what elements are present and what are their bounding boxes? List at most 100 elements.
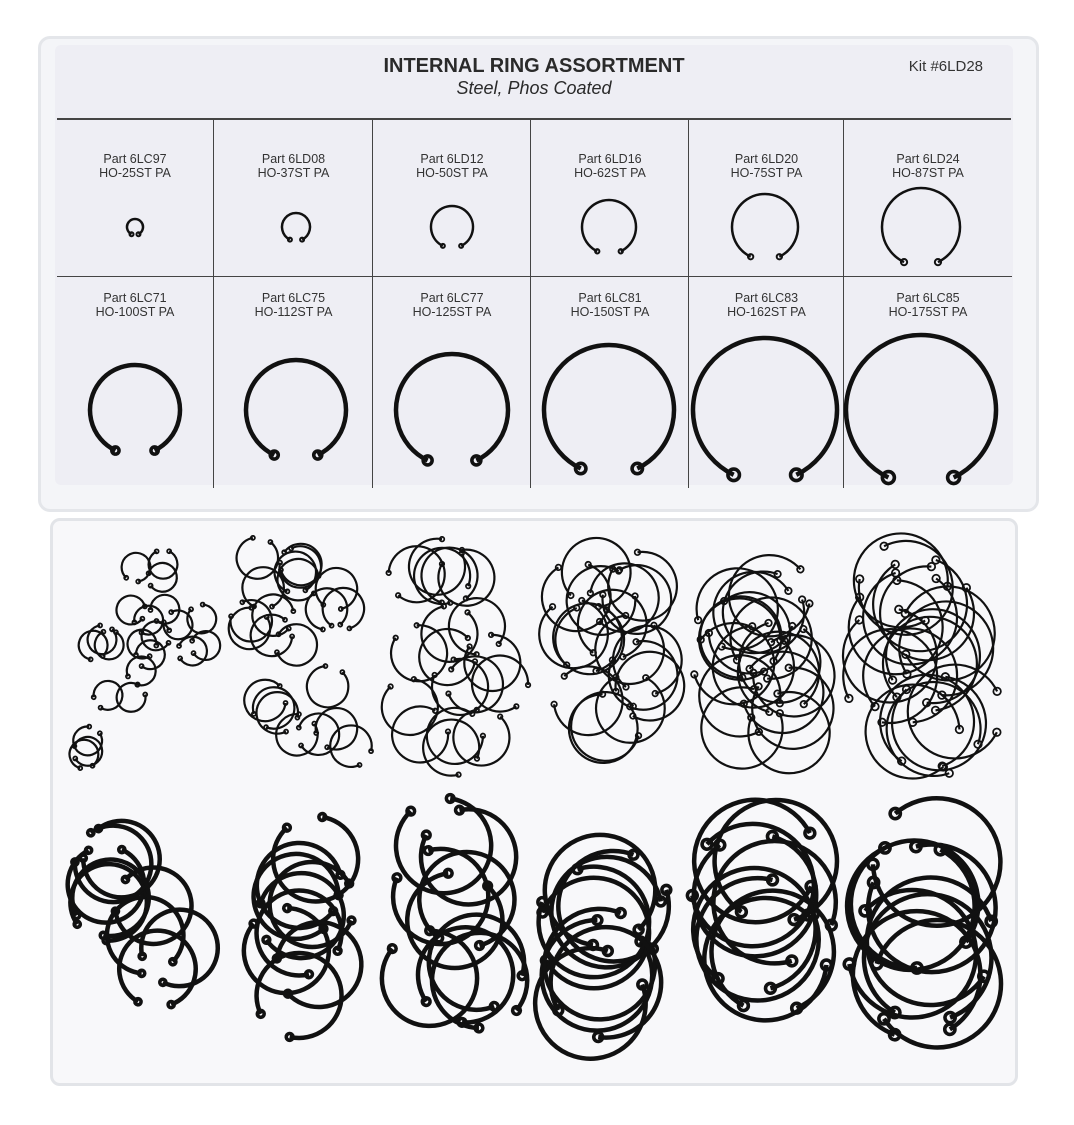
- part-number: Part 6LD20: [734, 152, 799, 166]
- part-number: Part 6LD24: [896, 152, 960, 166]
- tray-ring: [115, 681, 149, 713]
- tray-ring: [711, 838, 839, 968]
- tray-ring: [126, 628, 160, 660]
- tray-ring: [255, 870, 347, 961]
- tray-ring: [235, 534, 280, 580]
- tray-ring: [390, 844, 491, 947]
- part-code: HO-112ST PA: [254, 305, 333, 319]
- tray-ring: [270, 811, 361, 904]
- tray-ring: [277, 545, 323, 589]
- tray-ring: [470, 654, 532, 713]
- tray-ring: [865, 839, 998, 975]
- tray-ring: [379, 925, 480, 1029]
- part-code: HO-62ST PA: [574, 166, 646, 180]
- tray-ring: [186, 601, 218, 635]
- tray-ring: [254, 840, 346, 931]
- tray-ring: [313, 706, 359, 751]
- label-title: INTERNAL RING ASSORTMENT: [383, 55, 685, 77]
- tray-ring: [295, 712, 341, 756]
- tray-ring: [125, 655, 157, 688]
- tray-ring: [71, 735, 104, 767]
- tray-ring: [271, 919, 364, 1010]
- kit-number: Kit #6LD28: [908, 58, 983, 75]
- tray-ring: [115, 594, 148, 626]
- tray-ring: [93, 628, 125, 661]
- tray-ring: [120, 551, 152, 585]
- assortment-label: INTERNAL RING ASSORTMENT Steel, Phos Coa…: [55, 45, 1013, 488]
- tray-ring: [274, 623, 319, 667]
- tray-ring: [420, 546, 479, 606]
- tray-ring: [542, 832, 658, 952]
- tray-ring: [729, 596, 813, 683]
- tray-ring: [879, 673, 976, 771]
- tray-ring: [147, 548, 179, 580]
- part-number: Part 6LC71: [103, 291, 167, 305]
- label-subtitle: Steel, Phos Coated: [456, 78, 612, 98]
- tray-ring: [852, 532, 953, 629]
- part-code: HO-37ST PA: [257, 166, 330, 180]
- tray-ring: [850, 908, 983, 1042]
- tray-ring: [847, 575, 944, 676]
- sample-ring-3: [429, 204, 475, 249]
- sample-ring-9: [393, 351, 511, 467]
- tray-ring: [866, 796, 1003, 928]
- part-number: Part 6LD08: [261, 152, 326, 166]
- tray-ring: [548, 924, 664, 1044]
- tray-ring: [254, 888, 344, 980]
- tray-ring: [855, 539, 954, 636]
- tray-ring: [305, 663, 350, 709]
- tray-ring: [552, 602, 623, 675]
- part-number: Part 6LC81: [578, 291, 642, 305]
- part-code: HO-100ST PA: [95, 305, 175, 319]
- sample-ring-1: [125, 217, 145, 238]
- part-code: HO-87ST PA: [892, 166, 964, 180]
- tray-ring: [390, 705, 452, 764]
- tray-ring: [570, 691, 643, 762]
- tray-ring: [176, 635, 209, 667]
- sample-ring-2: [280, 211, 312, 243]
- tray-ring: [690, 865, 818, 996]
- tray-ring: [72, 723, 104, 757]
- tray-ring: [273, 550, 318, 595]
- tray-ring: [407, 536, 467, 596]
- tray-ring: [607, 548, 678, 622]
- sample-ring-12: [843, 332, 999, 486]
- tray-ring: [721, 569, 807, 654]
- tray-ring: [430, 656, 490, 717]
- tray-ring: [250, 686, 296, 731]
- tray-ring: [452, 706, 511, 767]
- tray-ring: [385, 545, 446, 604]
- tray-ring: [749, 634, 836, 718]
- tray-ring: [737, 618, 822, 704]
- tray-ring: [560, 536, 632, 611]
- tray-ring: [321, 586, 366, 632]
- tray-ring: [869, 917, 1004, 1050]
- tray-ring: [251, 593, 297, 637]
- tray-ring: [702, 895, 834, 1023]
- tray-ring: [878, 561, 976, 662]
- tray-ring: [712, 797, 840, 927]
- part-number: Part 6LC77: [420, 291, 484, 305]
- part-number: Part 6LC83: [734, 291, 799, 305]
- tray-ring: [314, 566, 359, 612]
- sample-ring-4: [580, 198, 638, 255]
- tray-ring: [304, 587, 349, 633]
- tray-ring: [70, 857, 152, 941]
- part-code: HO-150ST PA: [570, 305, 650, 319]
- tray-ring: [243, 678, 289, 723]
- tray-ring: [554, 604, 626, 676]
- sample-ring-5: [730, 192, 800, 261]
- tray-ring: [422, 718, 481, 778]
